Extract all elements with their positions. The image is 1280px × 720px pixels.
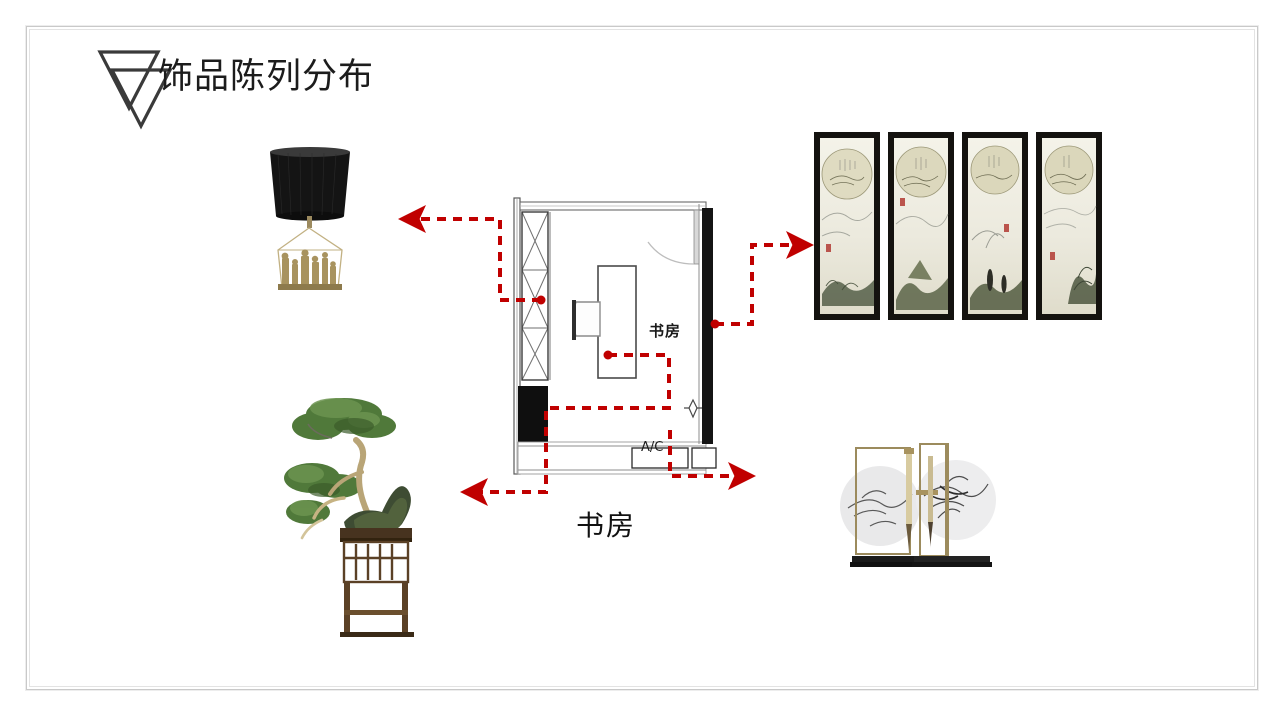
bonsai-plant-stand (282, 382, 438, 640)
floor-plan-ac-label: A/C (641, 440, 664, 455)
desk-screen-ornaments (828, 434, 1014, 584)
floor-plan (498, 190, 730, 480)
table-lamp (256, 138, 364, 294)
wall-paintings (812, 128, 1106, 324)
double-triangle-logo-icon (96, 46, 174, 130)
page-title: 饰品陈列分布 (158, 57, 375, 96)
floor-plan-room-label: 书房 (649, 322, 682, 340)
floor-plan-caption: 书房 (576, 510, 637, 541)
